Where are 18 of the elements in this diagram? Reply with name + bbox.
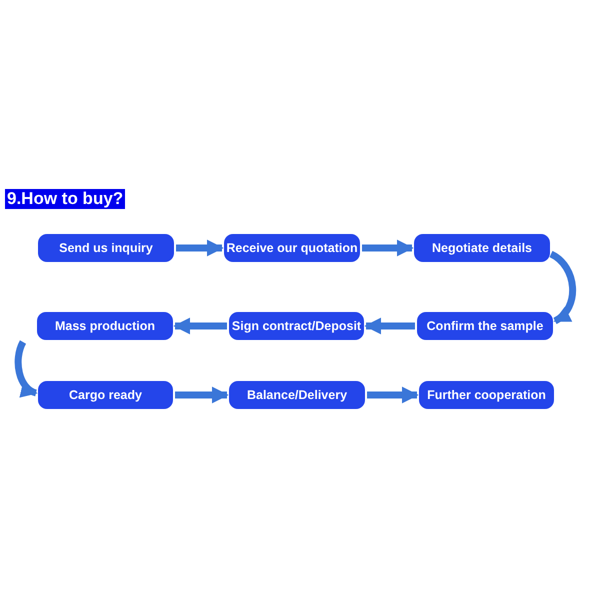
- arrow: [14, 340, 38, 396]
- process-box: Receive our quotation: [224, 234, 360, 262]
- process-box: Confirm the sample: [417, 312, 553, 340]
- process-box: Cargo ready: [38, 381, 173, 409]
- arrow: [549, 251, 576, 324]
- arrow: [175, 386, 229, 404]
- arrow: [173, 318, 227, 334]
- arrow: [176, 240, 224, 256]
- heading: 9.How to buy?: [5, 189, 126, 209]
- process-box: Mass production: [37, 312, 173, 340]
- arrow: [362, 240, 414, 256]
- arrow: [367, 386, 419, 404]
- process-box: Sign contract/Deposit: [229, 312, 364, 340]
- process-box: Further cooperation: [419, 381, 554, 409]
- arrow: [364, 318, 415, 334]
- process-box: Balance/Delivery: [229, 381, 365, 409]
- process-box: Send us inquiry: [38, 234, 174, 262]
- process-box: Negotiate details: [414, 234, 550, 262]
